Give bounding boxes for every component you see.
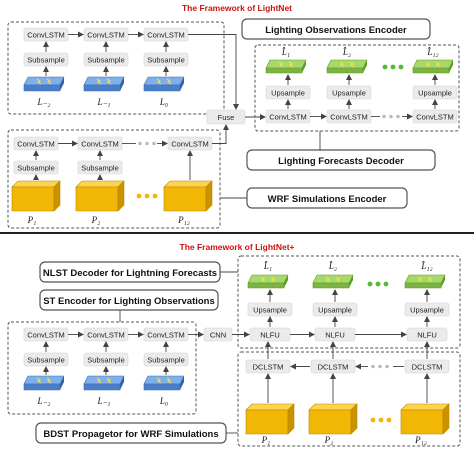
bdst-dots [370,364,392,423]
nlst-upsample-3: Upsample [410,306,444,315]
st-encoder-column-3: ConvLSTM Subsample L₀ [143,327,189,406]
obs-convlstm-2: ConvLSTM [87,31,125,40]
nlst-decoder-label: NLST Decoder for Lightning Forecasts [43,268,217,279]
decoder-convlstm-1: ConvLSTM [269,113,307,122]
decoder-convlstm-3: ConvLSTM [416,113,454,122]
decoder-group [254,44,460,132]
decoder-upsample-3: Upsample [418,89,452,98]
st-encoder-label: ST Encoder for Lighting Observations [43,296,215,307]
top-title: The Framework of LightNet [182,3,292,13]
bdst-input-2: P₂ [324,435,334,445]
obs-encoder-column-1: ConvLSTM Subsample L₋₂ [23,27,69,107]
decoder-column-2: L̂₂ Upsample ConvLSTM [326,47,372,124]
bdst-dclstm-3: DCLSTM [412,363,443,372]
nlst-output-3: L̂₁₂ [420,261,432,271]
wrf-encoder-column-2: ConvLSTM Subsample P₂ [75,136,125,225]
nlst-column-1: L̂₁ Upsample NLFU [247,261,293,342]
obs-encoder-label: Lighting Observations Encoder [265,25,407,36]
wrf-input-3: P₁₂ [177,215,190,225]
wrf-encoder-arrows [33,124,229,180]
bdst-column-3: DCLSTM P₁₂ [400,359,450,445]
st-input-1: L₋₂ [37,396,51,406]
nlst-column-3: L̂₁₂ Upsample NLFU [404,261,450,342]
decoder-column-1: L̂₁ Upsample ConvLSTM [265,47,311,124]
wrf-encoder-group [7,129,221,229]
decoder-upsample-1: Upsample [271,89,305,98]
obs-encoder-arrows [43,31,239,110]
st-encoder-callout [39,289,219,311]
nlst-upsample-2: Upsample [318,306,352,315]
bdst-input-3: P₁₂ [414,435,427,445]
nlst-output-1: L̂₁ [263,261,272,271]
obs-input-1: L₋₂ [37,97,51,107]
bdst-label: BDST Propagetor for WRF Simulations [43,429,218,440]
decoder-column-3: L̂₁₂ Upsample ConvLSTM [412,47,458,124]
decoder-dots [382,64,404,119]
bdst-dclstm-2: DCLSTM [318,363,349,372]
st-convlstm-1: ConvLSTM [27,331,65,340]
wrf-subsample-2: Subsample [81,164,119,173]
st-input-2: L₋₁ [97,396,111,406]
wrf-input-1: P₁ [27,215,37,225]
nlst-nlfu-3: NLFU [417,331,437,340]
decoder-output-3: L̂₁₂ [426,47,438,57]
decoder-output-1: L̂₁ [281,47,290,57]
wrf-convlstm-2: ConvLSTM [81,140,119,149]
obs-encoder-group [7,21,225,115]
obs-convlstm-3: ConvLSTM [147,31,185,40]
obs-convlstm-1: ConvLSTM [27,31,65,40]
bdst-input-1: P₁ [261,435,271,445]
st-encoder-arrows [43,331,204,375]
obs-subsample-1: Subsample [27,56,65,65]
wrf-encoder-dots [136,141,158,199]
wrf-encoder-label: WRF Simulations Encoder [268,194,387,205]
wrf-input-2: P₂ [91,215,101,225]
obs-input-2: L₋₁ [97,97,111,107]
decoder-arrows [285,74,438,120]
decoder-convlstm-2: ConvLSTM [330,113,368,122]
st-subsample-2: Subsample [87,356,125,365]
bdst-arrows [265,341,430,403]
nlst-nlfu-2: NLFU [325,331,345,340]
nlst-dots [367,281,389,287]
st-convlstm-2: ConvLSTM [87,331,125,340]
decoder-label: Lighting Forecasts Decoder [278,156,404,167]
decoder-output-2: L̂₂ [342,47,351,57]
bottom-title: The Framework of LightNet+ [180,242,295,252]
nlst-output-2: L̂₂ [328,261,337,271]
st-subsample-1: Subsample [27,356,65,365]
st-convlstm-3: ConvLSTM [147,331,185,340]
decoder-callout [246,149,436,171]
wrf-encoder-column-3: ConvLSTM P₁₂ [163,136,213,225]
obs-subsample-2: Subsample [87,56,125,65]
obs-input-3: L₀ [159,97,168,107]
obs-subsample-3: Subsample [147,56,185,65]
nlst-decoder-group [237,255,461,349]
st-encoder-group [7,321,197,415]
nlst-arrows [267,289,430,338]
bdst-group [237,351,461,447]
nlst-upsample-1: Upsample [253,306,287,315]
fuse-label: Fuse [218,113,235,122]
nlst-nlfu-1: NLFU [260,331,280,340]
wrf-subsample-1: Subsample [17,164,55,173]
wrf-encoder-column-1: ConvLSTM Subsample P₁ [11,136,61,225]
st-encoder-column-2: ConvLSTM Subsample L₋₁ [83,327,129,406]
wrf-convlstm-1: ConvLSTM [17,140,55,149]
st-input-3: L₀ [159,396,168,406]
bdst-column-1: DCLSTM P₁ [245,359,295,445]
nlst-column-2: L̂₂ Upsample NLFU [312,261,358,342]
cnn-label: CNN [210,331,226,340]
obs-encoder-callout [241,18,431,40]
bdst-dclstm-1: DCLSTM [253,363,284,372]
st-encoder-column-1: ConvLSTM Subsample L₋₂ [23,327,69,406]
wrf-convlstm-3: ConvLSTM [171,140,209,149]
st-subsample-3: Subsample [147,356,185,365]
decoder-upsample-2: Upsample [332,89,366,98]
